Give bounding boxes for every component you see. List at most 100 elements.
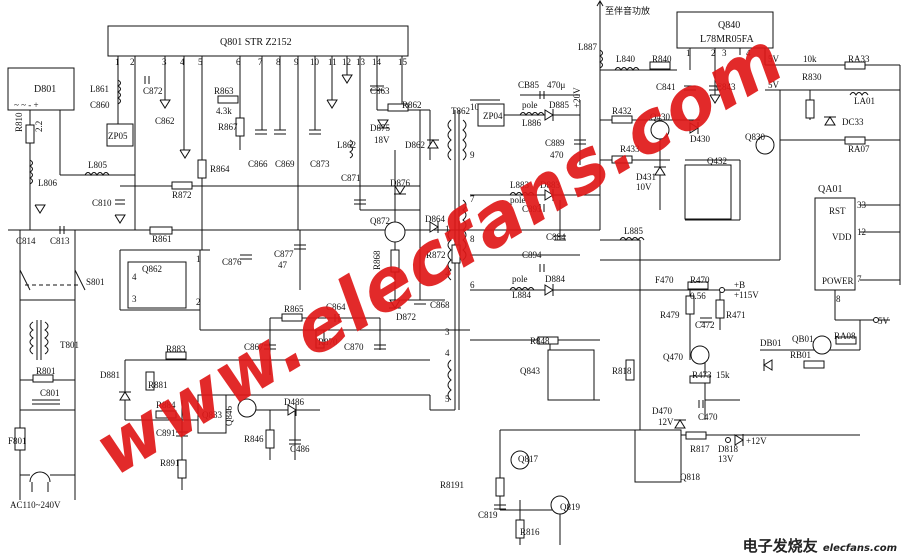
svg-text:1: 1 — [445, 224, 450, 234]
ic-q840 — [676, 11, 774, 49]
svg-text:C894: C894 — [522, 250, 542, 260]
optocoupler-q432 — [684, 164, 732, 220]
svg-text:R870: R870 — [318, 337, 338, 347]
svg-text:pole: pole — [512, 274, 528, 284]
capacitors — [32, 76, 721, 510]
svg-text:C470: C470 — [698, 412, 718, 422]
svg-text:R817: R817 — [690, 444, 710, 454]
svg-text:C814: C814 — [16, 236, 36, 246]
svg-text:Q432: Q432 — [707, 156, 727, 166]
svg-text:C876: C876 — [222, 257, 242, 267]
svg-text:pole: pole — [522, 100, 538, 110]
svg-text:R872: R872 — [426, 250, 446, 260]
svg-text:C869: C869 — [275, 159, 295, 169]
svg-text:R862: R862 — [402, 100, 422, 110]
svg-text:1: 1 — [686, 48, 691, 58]
svg-text:C863: C863 — [370, 86, 390, 96]
svg-text:15k: 15k — [716, 370, 730, 380]
svg-text:S801: S801 — [86, 277, 105, 287]
svg-text:C813: C813 — [50, 236, 70, 246]
svg-text:D885: D885 — [549, 100, 569, 110]
svg-text:R868: R868 — [372, 250, 382, 270]
svg-text:R810: R810 — [14, 112, 24, 132]
svg-text:C860: C860 — [90, 100, 110, 110]
ic-qa01 — [814, 197, 856, 291]
svg-text:2.2: 2.2 — [34, 121, 44, 132]
site-logo: 电子发烧友 elecfans.com — [743, 535, 897, 556]
svg-text:C486: C486 — [290, 444, 310, 454]
svg-text:2: 2 — [196, 297, 201, 307]
svg-text:8: 8 — [836, 294, 841, 304]
svg-text:R473: R473 — [692, 370, 712, 380]
qa01-power: POWER — [822, 276, 854, 286]
svg-text:R846: R846 — [244, 434, 264, 444]
svg-text:+20V: +20V — [572, 87, 582, 108]
svg-text:QB01: QB01 — [792, 334, 814, 344]
pin-8: 8 — [276, 57, 281, 67]
svg-text:Q843: Q843 — [520, 366, 540, 376]
svg-text:3: 3 — [722, 48, 727, 58]
svg-text:AC110~240V: AC110~240V — [10, 500, 61, 510]
svg-text:pole: pole — [510, 195, 526, 205]
svg-text:D818: D818 — [718, 444, 738, 454]
resistors — [15, 61, 866, 539]
svg-text:C873: C873 — [310, 159, 330, 169]
svg-text:8: 8 — [470, 234, 475, 244]
svg-text:R891: R891 — [160, 458, 180, 468]
svg-text:13V: 13V — [718, 454, 734, 464]
svg-text:Q846: Q846 — [224, 406, 234, 426]
svg-text:3: 3 — [445, 327, 450, 337]
svg-text:C472: C472 — [695, 320, 715, 330]
svg-text:2: 2 — [445, 267, 450, 277]
svg-text:RA08: RA08 — [834, 331, 856, 341]
svg-text:47: 47 — [278, 260, 288, 270]
bridge-d801 — [7, 67, 75, 111]
svg-text:R861: R861 — [152, 234, 172, 244]
svg-text:C801: C801 — [40, 388, 60, 398]
svg-text:C891: C891 — [156, 428, 176, 438]
pin-4: 4 — [180, 57, 185, 67]
svg-text:L805: L805 — [88, 160, 107, 170]
svg-text:5V: 5V — [768, 54, 780, 64]
svg-text:Q819: Q819 — [560, 502, 580, 512]
svg-text:C872: C872 — [143, 86, 163, 96]
ic-q833 — [197, 394, 227, 434]
pin-13: 13 — [356, 57, 366, 67]
svg-text:R872: R872 — [172, 190, 192, 200]
svg-text:DB01: DB01 — [760, 338, 782, 348]
svg-text:Q818: Q818 — [680, 472, 700, 482]
svg-text:C870: C870 — [344, 342, 364, 352]
svg-text:~ ~ - +: ~ ~ - + — [14, 100, 39, 110]
svg-text:C868: C868 — [430, 300, 450, 310]
svg-text:D883: D883 — [540, 180, 560, 190]
svg-text:DC33: DC33 — [842, 117, 864, 127]
svg-text:CB85: CB85 — [518, 80, 540, 90]
svg-text:C866: C866 — [248, 159, 268, 169]
svg-text:D431: D431 — [636, 172, 656, 182]
svg-text:D872: D872 — [396, 312, 416, 322]
svg-text:Q817: Q817 — [518, 454, 538, 464]
svg-text:T801: T801 — [60, 340, 79, 350]
svg-text:L840: L840 — [616, 54, 635, 64]
ic-q840-label: Q840 — [718, 20, 740, 31]
inductors — [29, 49, 869, 291]
ground-symbols — [34, 74, 721, 224]
svg-text:Q830: Q830 — [745, 132, 765, 142]
svg-text:R848: R848 — [530, 336, 550, 346]
pin-9: 9 — [294, 57, 299, 67]
svg-text:R863: R863 — [214, 86, 234, 96]
svg-text:R433: R433 — [620, 144, 640, 154]
ic-q801 — [107, 25, 409, 57]
qa01-vdd: VDD — [832, 232, 852, 242]
svg-text:D884: D884 — [545, 274, 565, 284]
svg-text:4.3k: 4.3k — [216, 106, 232, 116]
svg-text:R432: R432 — [612, 106, 632, 116]
svg-text:L806: L806 — [38, 178, 57, 188]
svg-text:R801: R801 — [36, 366, 56, 376]
svg-text:6: 6 — [470, 280, 475, 290]
svg-text:ZP04: ZP04 — [483, 111, 503, 121]
svg-text:Q862: Q862 — [142, 264, 162, 274]
pin-2: 2 — [130, 57, 135, 67]
svg-text:R865: R865 — [284, 304, 304, 314]
svg-text:C893: C893 — [522, 204, 542, 214]
